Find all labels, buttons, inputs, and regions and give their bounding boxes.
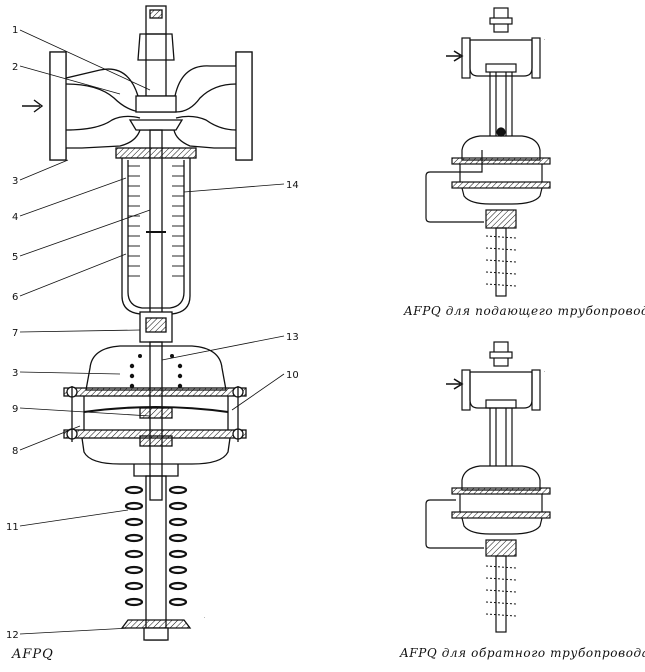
bellows-housing-flange [115,147,197,159]
main-valve-section: . [22,5,253,641]
callout-12: 12 [6,630,19,641]
supply-caption: AFPQ для подающего трубопровода [404,304,645,318]
return-flow-arrow [446,378,464,390]
bellows [128,165,184,277]
return-caption: AFPQ для обратного трубопровода [400,646,645,660]
callout-13: 13 [286,332,299,343]
main-spring [124,485,188,607]
callout-labels: 1 2 3 4 5 6 7 3 9 8 11 12 14 13 10 [6,25,299,641]
callout-leaders [19,29,285,635]
valve-stem [149,129,163,331]
actuator-stem [149,341,163,501]
drawing-stamp-main: . [201,616,207,618]
diaphragm [83,406,229,413]
main-caption: AFPQ [12,647,54,662]
spring-seat [120,619,192,629]
diaphragm-flange-upper [63,387,247,397]
supply-impulse-tube [425,150,484,223]
callout-3-bottom: 3 [12,368,18,379]
callout-6: 6 [12,292,18,303]
callout-4: 4 [12,212,18,223]
flow-arrow [22,99,44,113]
valve-plug [135,95,177,113]
actuator-upper-chamber [85,345,227,391]
drawing-stamp-return: . [541,370,547,372]
supply-flow-arrow [446,50,464,62]
callout-9: 9 [12,404,18,415]
callout-11: 11 [6,522,19,533]
callout-2: 2 [12,62,18,73]
drawing-stamp-supply: . [541,38,547,40]
callout-7: 7 [12,328,18,339]
supply-valve-exterior: . [425,7,551,297]
actuator-lower-chamber [81,437,231,465]
return-impulse-tube [425,499,484,549]
callout-1: 1 [12,25,18,36]
callout-5: 5 [12,252,18,263]
callout-3-top: 3 [12,176,18,187]
callout-14: 14 [286,180,299,191]
right-flange [235,51,253,161]
return-valve-exterior: . [425,341,551,633]
left-flange [49,51,67,161]
callout-8: 8 [12,446,18,457]
setpoint-spring-dots [129,354,183,389]
callout-10: 10 [286,370,299,381]
bonnet-neck [137,33,175,61]
flange-bolts [66,386,244,442]
